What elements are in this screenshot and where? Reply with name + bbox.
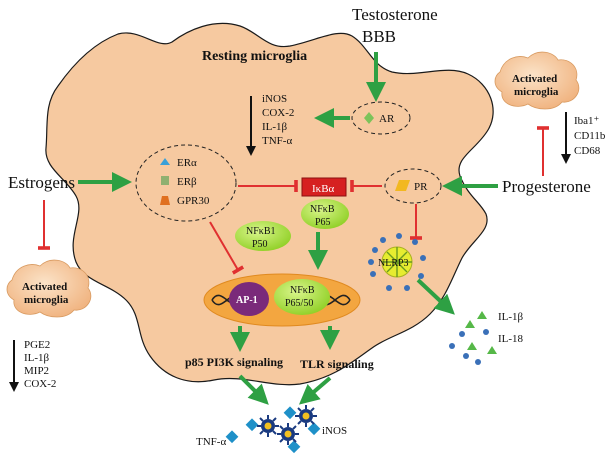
er-alpha-label: ERα <box>177 157 197 169</box>
right-marker-2: CD68 <box>574 145 601 157</box>
tlr-output-arrow <box>298 376 332 405</box>
testosterone-label: Testosterone <box>352 5 438 24</box>
nfkb-p65-node <box>301 199 349 229</box>
nfkb1-bottom: P50 <box>252 239 268 250</box>
ar-receptor <box>351 101 411 135</box>
activated-right-label-top: Activated <box>512 73 557 85</box>
left-marker-1: IL-1β <box>24 352 50 364</box>
ar-cytokine-2: IL-1β <box>262 121 288 133</box>
gpr30-icon <box>160 196 170 205</box>
nfkb-p65-top: NFκB <box>310 204 335 215</box>
pi3k-output-arrow <box>238 374 269 405</box>
activated-microglia-left <box>6 259 92 318</box>
pr-receptor <box>384 168 442 204</box>
left-marker-2: MIP2 <box>24 365 49 377</box>
er-alpha-icon <box>160 158 170 165</box>
il-cluster <box>449 311 497 365</box>
nfkb-dimer-node <box>274 279 330 315</box>
pr-icon <box>395 180 410 191</box>
cytokine-star-1 <box>257 415 279 437</box>
progesterone-label: Progesterone <box>502 177 591 196</box>
activated-right-label-bottom: microglia <box>514 86 559 98</box>
ap1-node <box>229 282 269 316</box>
right-marker-1: CD11b <box>574 130 606 142</box>
ar-cytokine-3: TNF-α <box>262 135 292 147</box>
dna-helix <box>211 294 351 306</box>
nlrp3-output-arrow <box>416 278 455 315</box>
nlrp3-label: NLRP3 <box>378 258 409 269</box>
ar-label: AR <box>379 113 395 125</box>
resting-microglia-cell <box>45 22 494 386</box>
il1b-label: IL-1β <box>498 311 524 323</box>
er-inhibit-ap1-line <box>209 221 245 275</box>
il18-label: IL-18 <box>498 333 524 345</box>
ap1-label: AP-1 <box>236 295 258 306</box>
cytokine-star-3 <box>295 405 317 427</box>
left-marker-0: PGE2 <box>24 339 50 351</box>
er-beta-icon <box>161 176 169 185</box>
er-beta-label: ERβ <box>177 176 197 188</box>
ikba-box <box>301 177 347 197</box>
nfkb1-p50-node <box>235 221 291 251</box>
activated-microglia-right <box>494 51 580 110</box>
estrogens-label: Estrogens <box>8 173 75 192</box>
tnf-inos-cluster <box>225 405 321 454</box>
inos-label: iNOS <box>322 425 347 437</box>
ikba-label: IκBα <box>312 183 335 195</box>
cell-title: Resting microglia <box>202 49 307 64</box>
nfkb-dimer-top: NFκB <box>290 285 315 296</box>
nlrp3-inflammasome <box>368 233 426 291</box>
cytokine-star-2 <box>277 423 299 445</box>
ar-diamond-icon <box>364 112 374 124</box>
er-receptor-cluster <box>135 144 237 222</box>
left-marker-3: COX-2 <box>24 378 56 390</box>
nfkb-p65-bottom: P65 <box>315 217 331 228</box>
tlr-label: TLR signaling <box>300 357 374 371</box>
nfkb-dimer-bottom: P65/50 <box>285 298 313 309</box>
tnf-label: TNF-α <box>196 436 226 448</box>
bbb-label: BBB <box>362 27 396 46</box>
ar-cytokine-0: iNOS <box>262 93 287 105</box>
ar-cytokine-1: COX-2 <box>262 107 294 119</box>
nfkb1-top: NFκB1 <box>246 226 276 237</box>
gpr30-label: GPR30 <box>177 195 210 207</box>
right-marker-0: Iba1⁺ <box>574 115 600 127</box>
activated-left-label-top: Activated <box>22 281 67 293</box>
pr-label: PR <box>414 181 428 193</box>
pi3k-label: p85 PI3K signaling <box>185 355 283 369</box>
activated-left-label-bottom: microglia <box>24 294 69 306</box>
